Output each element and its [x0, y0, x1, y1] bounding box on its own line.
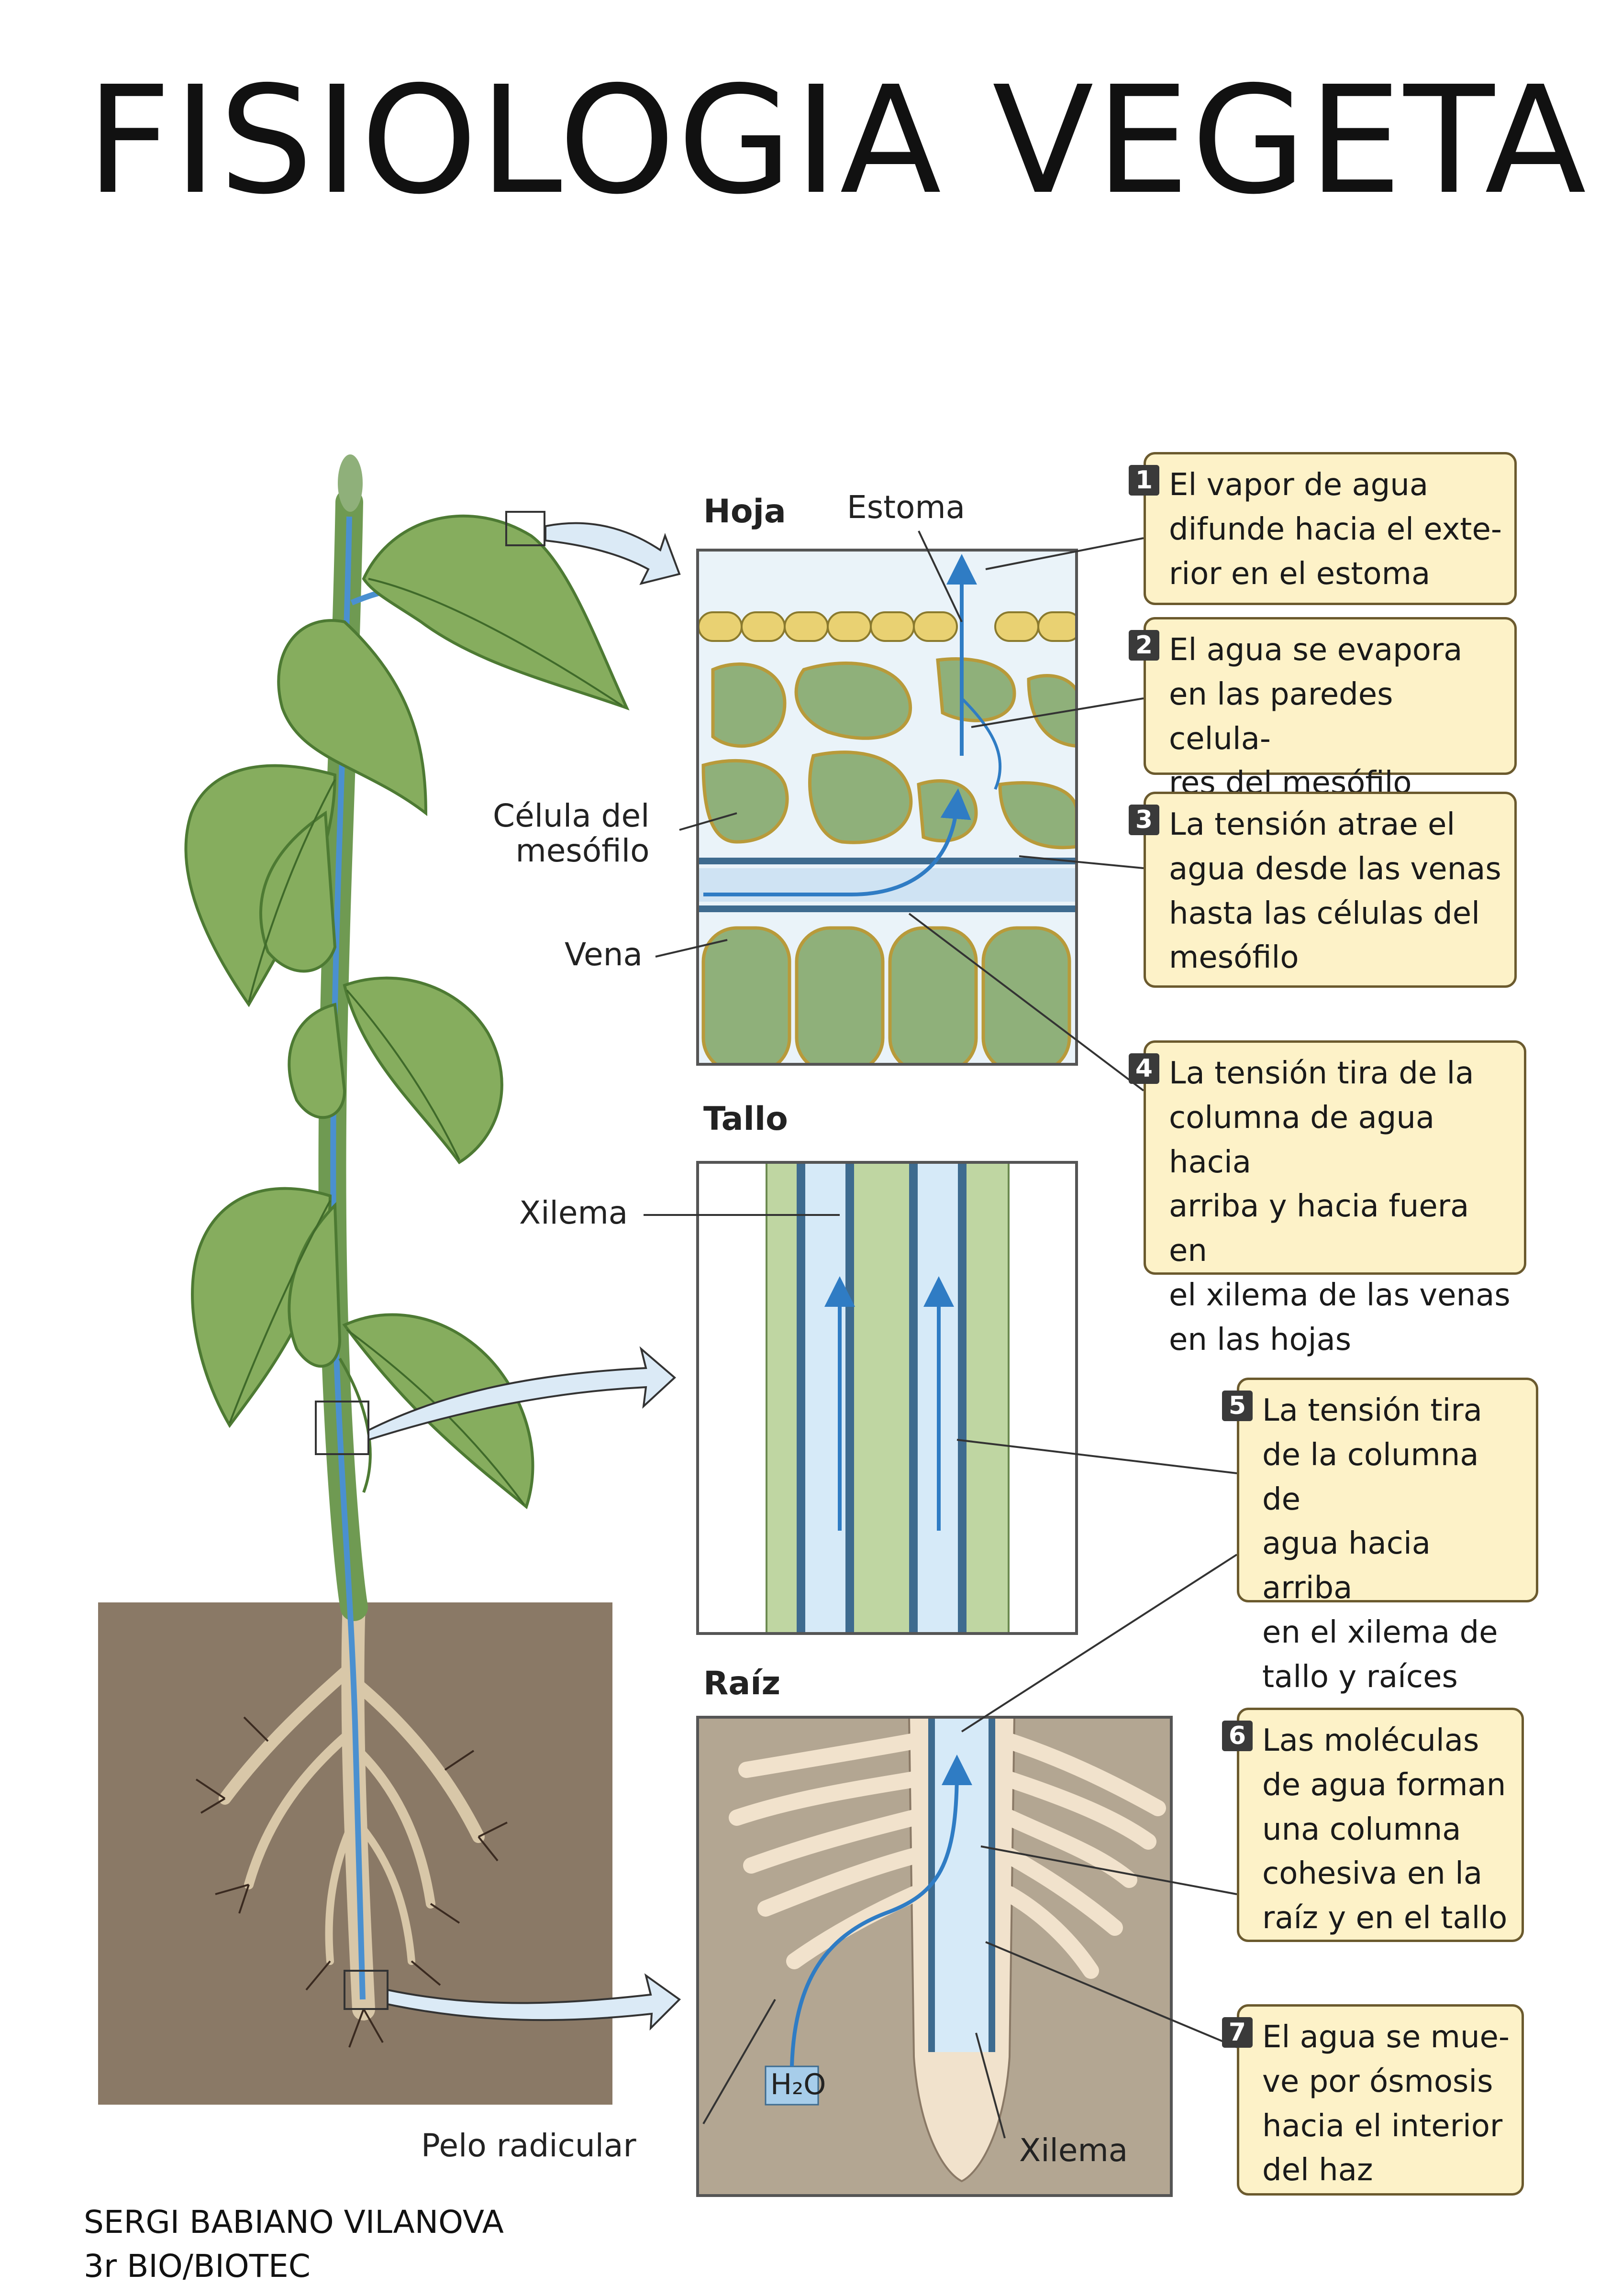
step-box-3: 3 La tensión atrae el agua desde las ven… — [1129, 792, 1517, 988]
step-number-3: 3 — [1129, 805, 1159, 835]
root-panel-frame — [696, 1716, 1173, 2197]
label-xylem-root: Xilema — [1019, 2132, 1128, 2169]
step-box-6: 6 Las moléculas de agua forman una colum… — [1222, 1708, 1524, 1942]
step-number-6: 6 — [1222, 1721, 1253, 1751]
panel-title-leaf: Hoja — [703, 493, 786, 530]
leaf-panel-frame — [696, 549, 1078, 1066]
step-box-5: 5 La tensión tira de la columna de agua … — [1222, 1378, 1538, 1695]
step-number-5: 5 — [1222, 1391, 1253, 1421]
label-water: H₂O — [770, 2068, 826, 2101]
leaf-cross-section — [698, 550, 1077, 1064]
bud — [338, 454, 363, 512]
step-text-3: La tensión atrae el agua desde las venas… — [1169, 807, 1501, 976]
panel-title-stem: Tallo — [703, 1100, 788, 1138]
step-box-2: 2 El agua se evapora en las paredes celu… — [1129, 617, 1517, 801]
step-box-7: 7 El agua se mue- ve por ósmosis hacia e… — [1222, 2004, 1524, 2196]
step-number-1: 1 — [1129, 465, 1159, 496]
label-stoma: Estoma — [847, 489, 966, 526]
author-credit: SERGI BABIANO VILANOVA 3r BIO/BIOTEC — [84, 2204, 504, 2285]
root-hairs — [195, 1716, 508, 2048]
stem-xylem-line — [330, 516, 366, 2000]
step-text-1: El vapor de agua difunde hacia el exte- … — [1169, 467, 1502, 592]
step-number-2: 2 — [1129, 630, 1159, 661]
step-text-5: La tensión tira de la columna de agua ha… — [1262, 1393, 1498, 1695]
step-box-1: 1 El vapor de agua difunde hacia el exte… — [1129, 452, 1517, 605]
stem-zoom-marker — [315, 1401, 369, 1455]
plant-leaves — [184, 514, 630, 1510]
label-mesophyll-cell: Célula del mesófilo — [493, 797, 650, 869]
step-text-4: La tensión tira de la columna de agua ha… — [1169, 1056, 1511, 1358]
step-text-2: El agua se evapora en las paredes celula… — [1169, 632, 1463, 801]
root-cross-section — [698, 1717, 1171, 2196]
step-number-4: 4 — [1129, 1053, 1159, 1084]
zoom-arrows — [367, 522, 681, 2031]
label-vein: Vena — [565, 936, 643, 973]
step-box-4: 4 La tensión tira de la columna de agua … — [1129, 1040, 1526, 1358]
stem-cross-section — [698, 1162, 1077, 1634]
label-xylem-stem: Xilema — [519, 1194, 628, 1231]
stem-panel-frame — [696, 1161, 1078, 1635]
page-title: FISIOLOGIA VEGETAL — [86, 55, 1600, 227]
panel-title-root: Raíz — [703, 1665, 781, 1702]
step-text-7: El agua se mue- ve por ósmosis hacia el … — [1262, 2020, 1510, 2188]
leader-lines — [644, 530, 1238, 2139]
step-text-6: Las moléculas de agua forman una columna… — [1262, 1723, 1508, 1936]
label-root-hair: Pelo radicular — [421, 2127, 636, 2164]
step-number-7: 7 — [1222, 2017, 1253, 2048]
